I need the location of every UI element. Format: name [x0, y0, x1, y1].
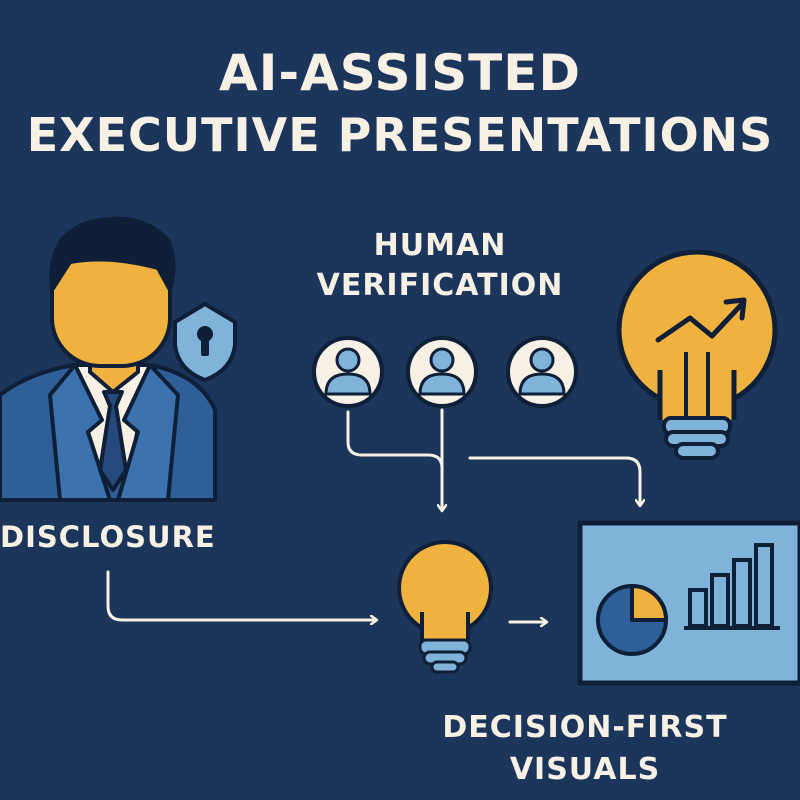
dashboard-chart-icon — [577, 520, 800, 686]
reviewer-avatar-icon — [406, 336, 478, 408]
arrow-avatar-left-to-bulb — [346, 410, 442, 510]
lightbulb-growth-icon — [616, 249, 778, 460]
human-verification-label-line-1: HUMAN — [373, 228, 507, 263]
executive-person-icon — [0, 216, 217, 502]
arrow-disclosure-to-bulb — [106, 570, 376, 620]
human-verification-label-line-2: VERIFICATION — [316, 268, 564, 303]
decision-first-label-line-1: DECISION-FIRST — [442, 710, 728, 745]
shield-lock-icon — [173, 302, 237, 382]
disclosure-label: DISCLOSURE — [0, 520, 216, 554]
arrow-to-dashboard — [468, 456, 640, 505]
title-line-1: AI-ASSISTED — [219, 44, 581, 102]
connector-arrows — [106, 408, 640, 622]
reviewer-avatar-icon — [506, 336, 578, 408]
title-line-2: EXECUTIVE PRESENTATIONS — [26, 108, 774, 162]
lightbulb-icon — [397, 540, 493, 674]
decision-first-label-line-2: VISUALS — [509, 752, 661, 787]
reviewer-avatar-icon — [312, 336, 384, 408]
